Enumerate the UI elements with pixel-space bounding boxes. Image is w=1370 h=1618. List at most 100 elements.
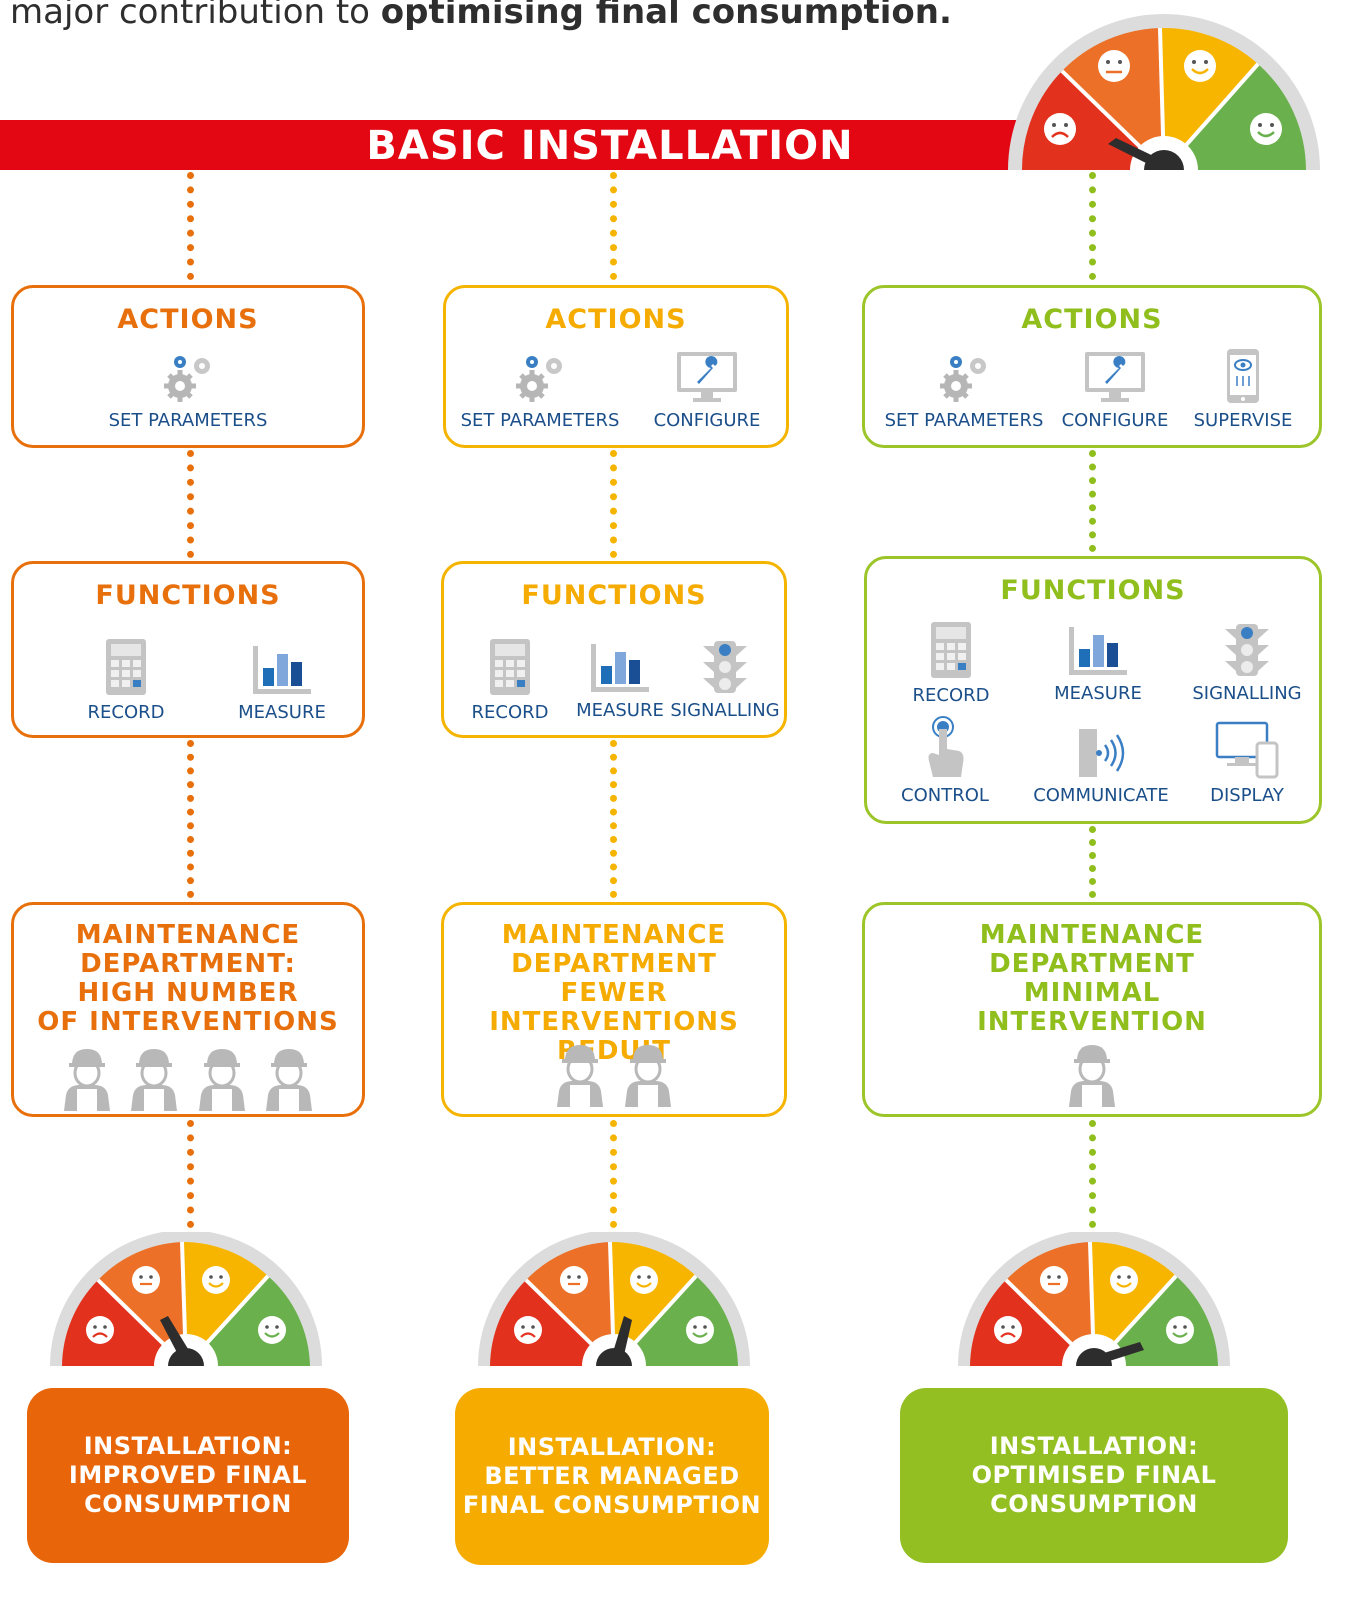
actions-title: ACTIONS	[545, 304, 687, 335]
intro-text: major contribution to optimising final c…	[10, 0, 952, 32]
workers-group	[444, 1041, 784, 1111]
connector-dots	[1089, 172, 1096, 280]
bar-chart-icon	[253, 646, 311, 694]
workers-group	[14, 1045, 362, 1115]
function-record: RECORD	[460, 638, 560, 723]
traffic-light-icon	[1225, 624, 1269, 676]
function-display: DISPLAY	[1187, 721, 1307, 806]
maintenance-box: MAINTENANCE DEPARTMENT FEWER INTERVENTIO…	[441, 902, 787, 1117]
action-label: CONFIGURE	[653, 410, 761, 431]
result-box: INSTALLATION: IMPROVED FINAL CONSUMPTION	[27, 1388, 349, 1563]
function-label: COMMUNICATE	[1033, 785, 1169, 806]
connector-dots	[187, 740, 194, 898]
function-label: MEASURE	[576, 700, 664, 721]
connector-dots	[610, 1120, 617, 1228]
phone-eye-icon	[1227, 349, 1259, 403]
gauge-icon	[478, 1232, 750, 1366]
maintenance-line: MINIMAL	[1023, 978, 1161, 1008]
functions-box: FUNCTIONS RECORD MEASURE SIGNALLING CONT…	[864, 556, 1322, 824]
maintenance-line: FEWER INTERVENTIONS	[489, 978, 739, 1037]
function-measure: MEASURE	[232, 644, 332, 723]
calculator-icon	[106, 639, 146, 695]
maintenance-line: DEPARTMENT:	[80, 949, 296, 979]
connector-dots	[610, 740, 617, 898]
calculator-icon	[931, 622, 971, 678]
connector-dots	[1089, 826, 1096, 898]
result-line: CONSUMPTION	[990, 1490, 1198, 1518]
function-record: RECORD	[901, 621, 1001, 706]
action-label: SET PARAMETERS	[460, 410, 620, 431]
actions-box: ACTIONS SET PARAMETERS CONFIGURE	[443, 285, 789, 448]
actions-title: ACTIONS	[1021, 304, 1163, 335]
function-label: SIGNALLING	[670, 700, 780, 721]
functions-box: FUNCTIONS RECORD MEASURE	[11, 561, 365, 738]
worker-icon	[624, 1045, 671, 1107]
gauge-icon	[50, 1232, 322, 1366]
action-set-parameters: SET PARAMETERS	[14, 352, 362, 431]
function-label: CONTROL	[901, 785, 989, 806]
wireless-icon	[1079, 729, 1125, 777]
action-set-parameters: SET PARAMETERS	[450, 352, 630, 431]
function-measure: MEASURE	[1043, 625, 1153, 704]
action-configure: CONFIGURE	[1055, 350, 1175, 431]
actions-title: ACTIONS	[117, 304, 259, 335]
connector-dots	[610, 172, 617, 280]
result-line: INSTALLATION:	[83, 1432, 293, 1460]
maintenance-line: MAINTENANCE	[501, 920, 727, 950]
function-signalling: SIGNALLING	[668, 640, 782, 721]
result-text: INSTALLATION: IMPROVED FINAL CONSUMPTION	[69, 1432, 307, 1519]
functions-title: FUNCTIONS	[1000, 575, 1186, 606]
monitor-wrench-icon	[677, 352, 737, 402]
worker-icon	[198, 1049, 245, 1111]
connector-dots	[187, 1120, 194, 1228]
result-box: INSTALLATION: BETTER MANAGED FINAL CONSU…	[455, 1388, 769, 1565]
worker-icon	[1069, 1045, 1115, 1107]
result-text: INSTALLATION: BETTER MANAGED FINAL CONSU…	[463, 1433, 761, 1520]
result-text: INSTALLATION: OPTIMISED FINAL CONSUMPTIO…	[972, 1432, 1217, 1519]
result-line: BETTER MANAGED	[484, 1462, 740, 1490]
function-label: MEASURE	[1054, 683, 1142, 704]
maintenance-line: HIGH NUMBER	[77, 978, 299, 1008]
worker-icon	[557, 1045, 604, 1107]
functions-title: FUNCTIONS	[95, 580, 281, 611]
devices-icon	[1215, 721, 1279, 779]
result-line: OPTIMISED FINAL	[971, 1461, 1217, 1489]
worker-icon	[265, 1049, 312, 1111]
result-line: IMPROVED FINAL	[68, 1461, 308, 1489]
gears-icon	[516, 356, 562, 402]
maintenance-line: DEPARTMENT	[989, 949, 1195, 979]
actions-box: ACTIONS SET PARAMETERS CONFIGURE SUPERVI…	[862, 285, 1322, 448]
banner-title: BASIC INSTALLATION	[366, 123, 854, 169]
traffic-light-icon	[703, 641, 747, 693]
calculator-icon	[490, 639, 530, 695]
monitor-wrench-icon	[1085, 352, 1145, 402]
result-line: FINAL CONSUMPTION	[462, 1491, 762, 1519]
worker-icon	[64, 1049, 111, 1111]
result-line: INSTALLATION:	[989, 1432, 1199, 1460]
connector-dots	[1089, 450, 1096, 552]
connector-dots	[610, 450, 617, 558]
functions-title: FUNCTIONS	[521, 580, 707, 611]
action-configure: CONFIGURE	[642, 350, 772, 431]
gauge-icon	[958, 1232, 1230, 1366]
function-measure: MEASURE	[570, 642, 670, 721]
function-record: RECORD	[76, 638, 176, 723]
action-label: SET PARAMETERS	[108, 410, 268, 431]
maintenance-box: MAINTENANCE DEPARTMENT MINIMAL INTERVENT…	[862, 902, 1322, 1117]
bar-chart-icon	[1069, 627, 1127, 675]
hand-press-icon	[928, 716, 964, 777]
result-line: INSTALLATION:	[507, 1433, 717, 1461]
function-label: DISPLAY	[1210, 785, 1284, 806]
action-label: SUPERVISE	[1193, 410, 1293, 431]
action-label: CONFIGURE	[1061, 410, 1169, 431]
connector-dots	[187, 172, 194, 280]
maintenance-line: DEPARTMENT	[511, 949, 717, 979]
maintenance-text: MAINTENANCE DEPARTMENT: HIGH NUMBER OF I…	[14, 921, 362, 1037]
result-line: CONSUMPTION	[84, 1490, 292, 1518]
workers-group	[865, 1041, 1319, 1111]
function-control: CONTROL	[895, 715, 995, 806]
function-communicate: COMMUNICATE	[1031, 727, 1171, 806]
function-label: RECORD	[912, 685, 990, 706]
connector-dots	[1089, 1120, 1096, 1228]
function-label: SIGNALLING	[1192, 683, 1302, 704]
